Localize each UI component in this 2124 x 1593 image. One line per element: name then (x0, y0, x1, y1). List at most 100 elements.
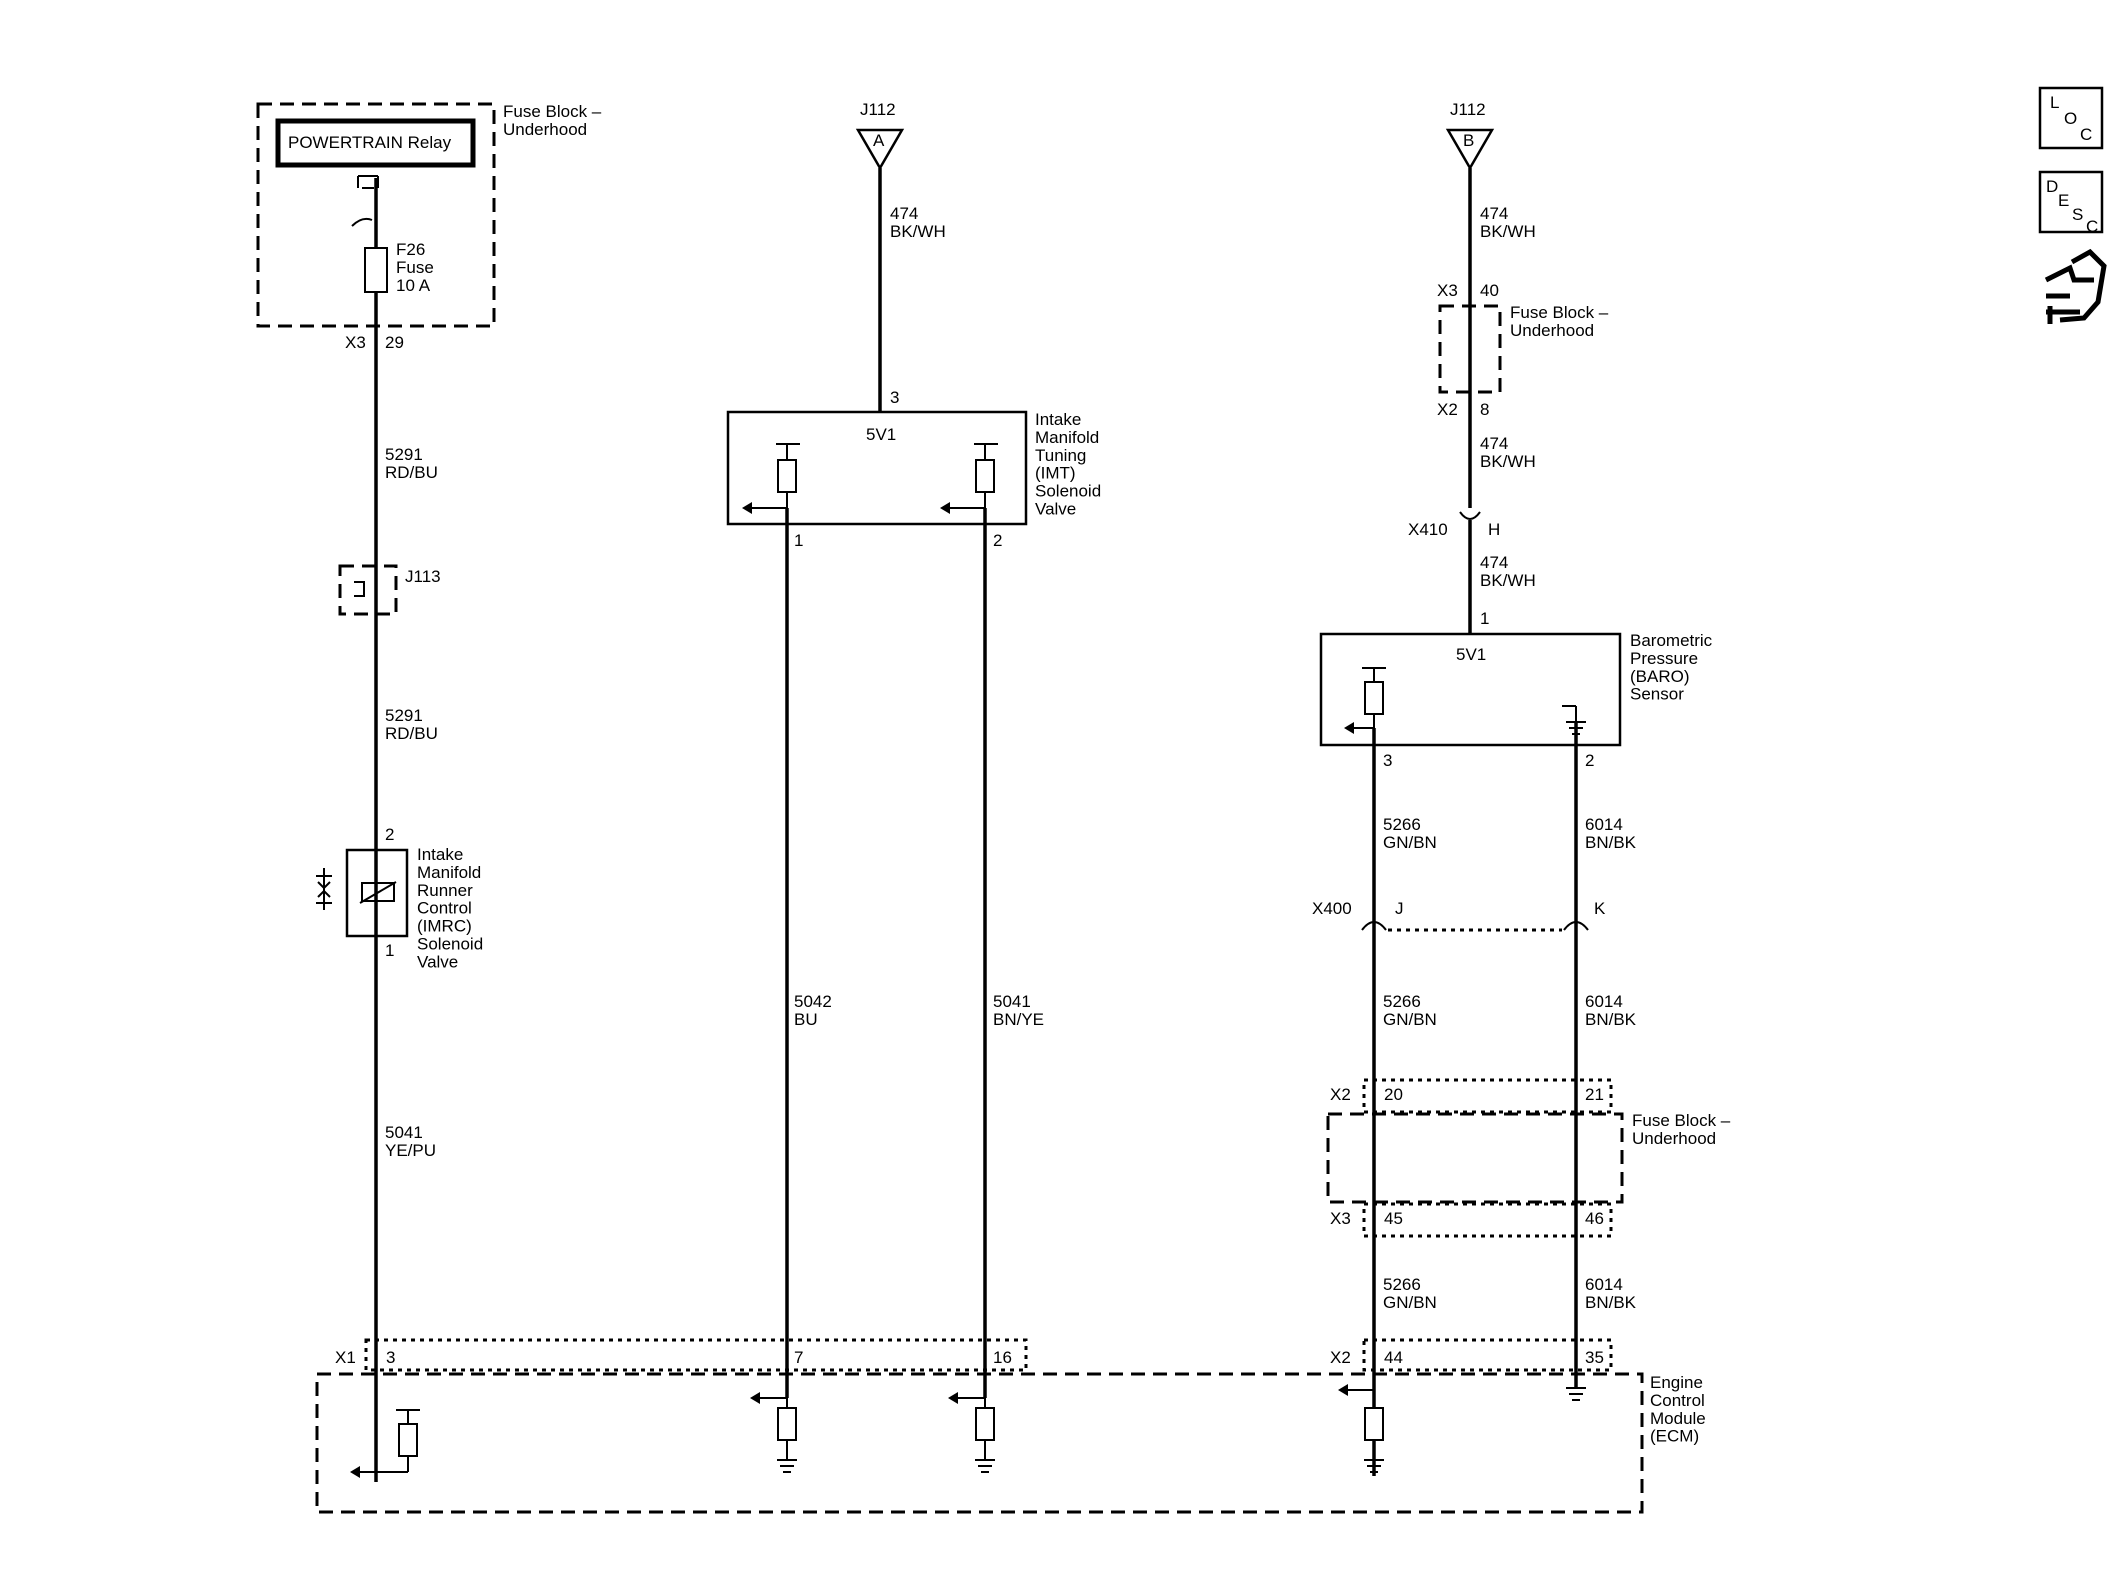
conn-x2-mid: X2 (1437, 400, 1458, 419)
imt-ref-voltage: 5V1 (866, 425, 896, 444)
pin-imt-2: 2 (993, 531, 1002, 550)
baro-sensor-box (1319, 632, 1622, 747)
valve-actuator-icon (316, 868, 332, 910)
pin-x410-h: H (1488, 520, 1500, 539)
desc-icon[interactable]: D E S C (2038, 170, 2104, 236)
pin-x1-7: 7 (794, 1348, 803, 1367)
arrow-icon (742, 502, 752, 514)
solenoid-coil-icon (361, 882, 395, 902)
pin-x2-21: 21 (1585, 1085, 1604, 1104)
imt-solenoid-box (726, 410, 1028, 526)
x2-connector-outline (1362, 1078, 1613, 1114)
x400-k-connector-icon (1563, 921, 1589, 931)
baro-resistor-icon (1364, 681, 1384, 715)
fuse-block-low-label: Fuse Block –Underhood (1632, 1111, 1731, 1148)
left-circuit: Fuse Block –Underhood POWERTRAIN Relay F… (256, 102, 602, 1482)
j113-splice-icon (354, 581, 365, 597)
pin-x3-29: 29 (385, 333, 404, 352)
arrow-icon (1338, 1384, 1348, 1396)
conn-x1: X1 (335, 1348, 356, 1367)
arrow-icon (948, 1392, 958, 1404)
j113-label: J113 (405, 567, 441, 586)
x3-connector-outline (1362, 1202, 1613, 1238)
arrow-icon (350, 1466, 360, 1478)
pin-imt-3: 3 (890, 388, 899, 407)
loc-icon[interactable]: L O C (2038, 86, 2104, 150)
powertrain-relay-label: POWERTRAIN Relay (288, 133, 452, 152)
j113-splice-box (338, 564, 398, 616)
pin-x2-35: 35 (1585, 1348, 1604, 1367)
svg-text:E: E (2058, 191, 2069, 210)
conn-x410: X410 (1408, 520, 1448, 539)
pin-imt-1: 1 (794, 531, 803, 550)
baro-ref-voltage: 5V1 (1456, 645, 1486, 664)
j112-pin-a: A (873, 131, 885, 150)
arrow-icon (940, 502, 950, 514)
x400-j-connector-icon (1361, 921, 1387, 931)
connector-pin-icon[interactable] (2044, 248, 2107, 324)
ecm-resistor-imt2-icon (975, 1407, 995, 1441)
pin-baro-1: 1 (1480, 609, 1489, 628)
svg-text:S: S (2072, 205, 2083, 224)
powertrain-relay-box (275, 118, 476, 168)
imrc-solenoid-box (345, 848, 409, 938)
x410-connector-icon (1459, 511, 1481, 520)
ground-icon (975, 1440, 995, 1473)
ground-icon (1364, 1440, 1384, 1473)
conn-x3-low: X3 (1330, 1209, 1351, 1228)
j112-pin-b: B (1463, 131, 1474, 150)
ecm-resistor-baro-icon (1364, 1407, 1384, 1441)
ecm-resistor-imt1-icon (777, 1407, 797, 1441)
splice-symbol-icon (351, 217, 373, 227)
pin-x3-46: 46 (1585, 1209, 1604, 1228)
j112-label-a: J112 (860, 100, 896, 119)
fuse-block-underhood-mid (1438, 304, 1502, 394)
imt-resistor-2-icon (975, 459, 995, 493)
pin-x1-16: 16 (993, 1348, 1012, 1367)
pin-imrc-1: 1 (385, 941, 394, 960)
ecm-resistor-imrc-icon (398, 1423, 418, 1457)
pin-x2-44: 44 (1384, 1348, 1403, 1367)
svg-text:O: O (2064, 109, 2077, 128)
pin-x400-j: J (1395, 899, 1404, 918)
svg-text:C: C (2080, 125, 2092, 144)
fuse-f26-icon (364, 247, 388, 293)
pin-imrc-2: 2 (385, 825, 394, 844)
arrow-icon (1344, 722, 1354, 734)
svg-text:D: D (2046, 177, 2058, 196)
fuse-block-mid-label: Fuse Block –Underhood (1510, 303, 1609, 340)
fuse-block-underhood-low (1326, 1112, 1624, 1204)
conn-x2-low: X2 (1330, 1085, 1351, 1104)
conn-x3-mid: X3 (1437, 281, 1458, 300)
conn-x2-ecm: X2 (1330, 1348, 1351, 1367)
ground-icon (1562, 705, 1586, 735)
ecm-box (315, 1372, 1644, 1514)
j112-label-b: J112 (1450, 100, 1486, 119)
pin-baro-3: 3 (1383, 751, 1392, 770)
nav-icons: L O C D E S C (2038, 86, 2107, 324)
conn-x3-top: X3 (345, 333, 366, 352)
fuse-block-top-label: Fuse Block –Underhood (503, 102, 602, 139)
relay-contact-icon (357, 175, 379, 189)
imt-resistor-1-icon (777, 459, 797, 493)
pin-x3-40: 40 (1480, 281, 1499, 300)
pin-x400-k: K (1594, 899, 1606, 918)
x1-connector-outline (364, 1338, 1028, 1372)
svg-text:C: C (2086, 217, 2098, 236)
